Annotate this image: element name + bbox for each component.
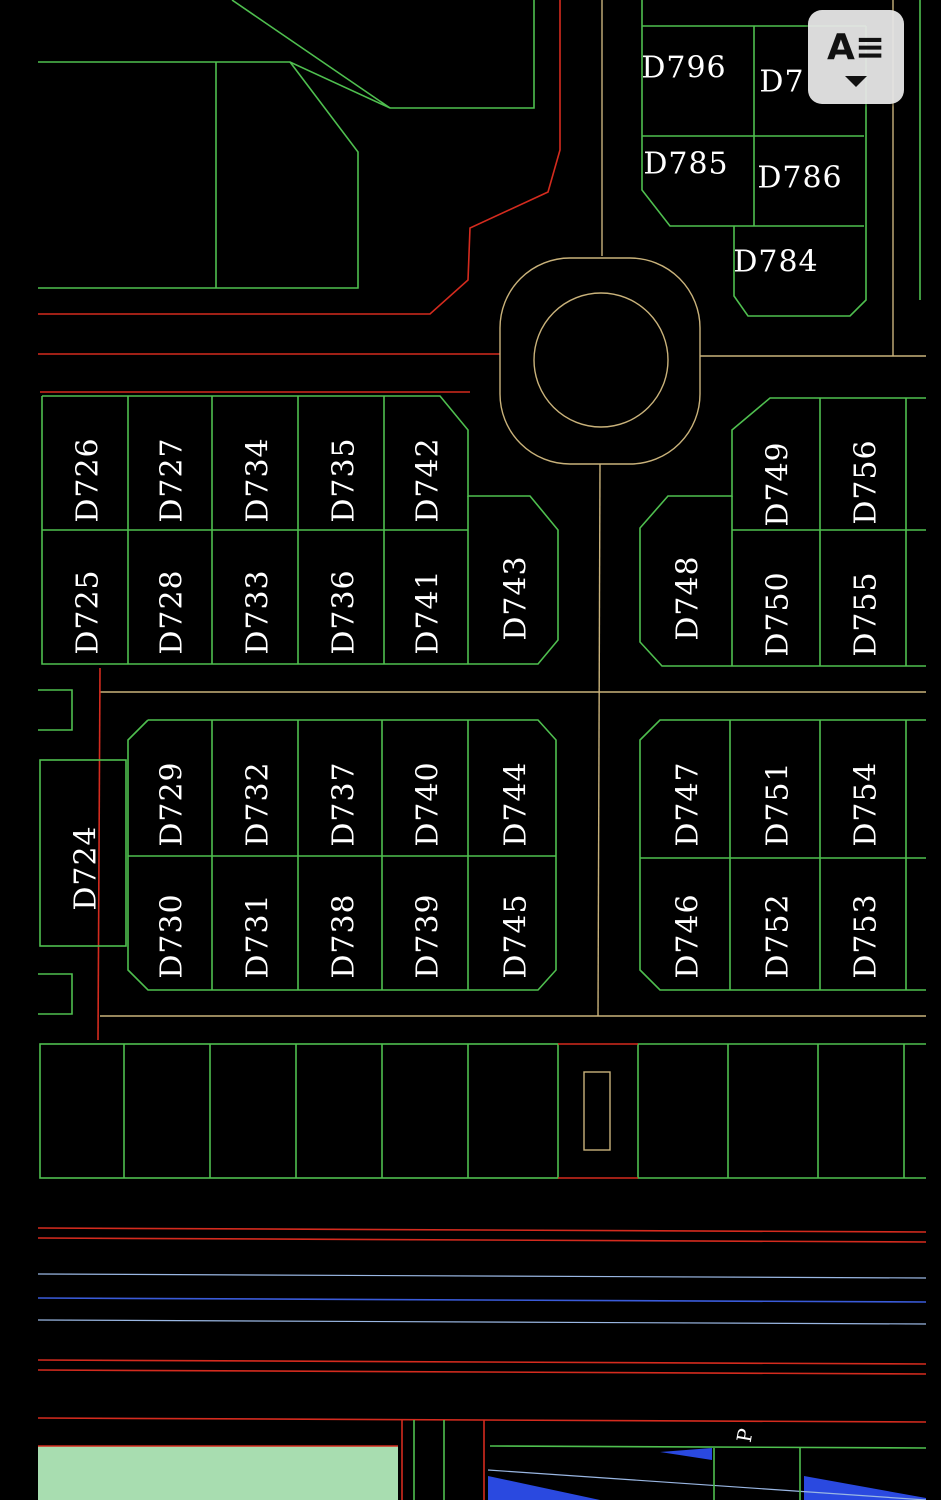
center-road bbox=[597, 463, 601, 1017]
reader-mode-icon: A≡ bbox=[826, 26, 886, 68]
plot-label-d749: D749 bbox=[761, 441, 796, 526]
plot-label-d752: D752 bbox=[761, 893, 796, 978]
plot-label-d728: D728 bbox=[155, 569, 190, 654]
plot-label-d724: D724 bbox=[69, 825, 104, 910]
plot-label-d747: D747 bbox=[671, 761, 706, 846]
plot-label-d785: D785 bbox=[643, 147, 728, 182]
reader-mode-button[interactable]: A≡ bbox=[808, 10, 904, 104]
plot-label-d786: D786 bbox=[757, 161, 842, 196]
plot-label-d784: D784 bbox=[733, 245, 818, 280]
plot-label-d742: D742 bbox=[411, 437, 446, 522]
plot-label-d731: D731 bbox=[241, 893, 276, 978]
plot-label-d738: D738 bbox=[327, 893, 362, 978]
roundabout bbox=[499, 257, 701, 465]
plot-label-d741: D741 bbox=[411, 569, 446, 654]
top-left-parcels bbox=[38, 0, 603, 355]
plot-label-d746: D746 bbox=[671, 893, 706, 978]
plot-label-d733: D733 bbox=[241, 569, 276, 654]
plot-label-d735: D735 bbox=[327, 437, 362, 522]
plot-label-d744: D744 bbox=[499, 761, 534, 846]
plot-label-d745: D745 bbox=[499, 893, 534, 978]
plot-label-d7: D7 bbox=[759, 65, 804, 100]
plot-label-d736: D736 bbox=[327, 569, 362, 654]
plot-label-d748: D748 bbox=[671, 555, 706, 640]
plot-label-d725: D725 bbox=[71, 569, 106, 654]
plot-label-d734: D734 bbox=[241, 437, 276, 522]
plot-label-d750: D750 bbox=[761, 571, 796, 656]
plot-label-d740: D740 bbox=[411, 761, 446, 846]
plot-label-d743: D743 bbox=[499, 555, 534, 640]
plot-label-d732: D732 bbox=[241, 761, 276, 846]
lower-right-block bbox=[639, 719, 926, 991]
plot-label-d751: D751 bbox=[761, 761, 796, 846]
plot-label-d729: D729 bbox=[155, 761, 190, 846]
left-small-parcels bbox=[38, 689, 127, 1015]
upper-left-block bbox=[41, 395, 559, 665]
left-road-edge bbox=[97, 667, 101, 1041]
chevron-down-icon bbox=[845, 75, 867, 87]
bottom-features: P bbox=[38, 1420, 927, 1500]
plot-label-d726: D726 bbox=[71, 437, 106, 522]
park-area bbox=[38, 1446, 398, 1500]
plot-label-d737: D737 bbox=[327, 761, 362, 846]
lower-left-block bbox=[127, 719, 557, 991]
upper-right-block bbox=[639, 397, 926, 667]
svg-text:P: P bbox=[732, 1427, 758, 1444]
plot-label-d755: D755 bbox=[849, 571, 884, 656]
highway-lines bbox=[37, 1227, 927, 1423]
plot-label-d754: D754 bbox=[849, 761, 884, 846]
plot-label-d756: D756 bbox=[849, 439, 884, 524]
plot-label-d730: D730 bbox=[155, 893, 190, 978]
bottom-row-parcels bbox=[39, 1043, 926, 1179]
plot-label-d739: D739 bbox=[411, 893, 446, 978]
plot-label-d727: D727 bbox=[155, 437, 190, 522]
plot-label-d753: D753 bbox=[849, 893, 884, 978]
plot-label-d796: D796 bbox=[641, 51, 726, 86]
